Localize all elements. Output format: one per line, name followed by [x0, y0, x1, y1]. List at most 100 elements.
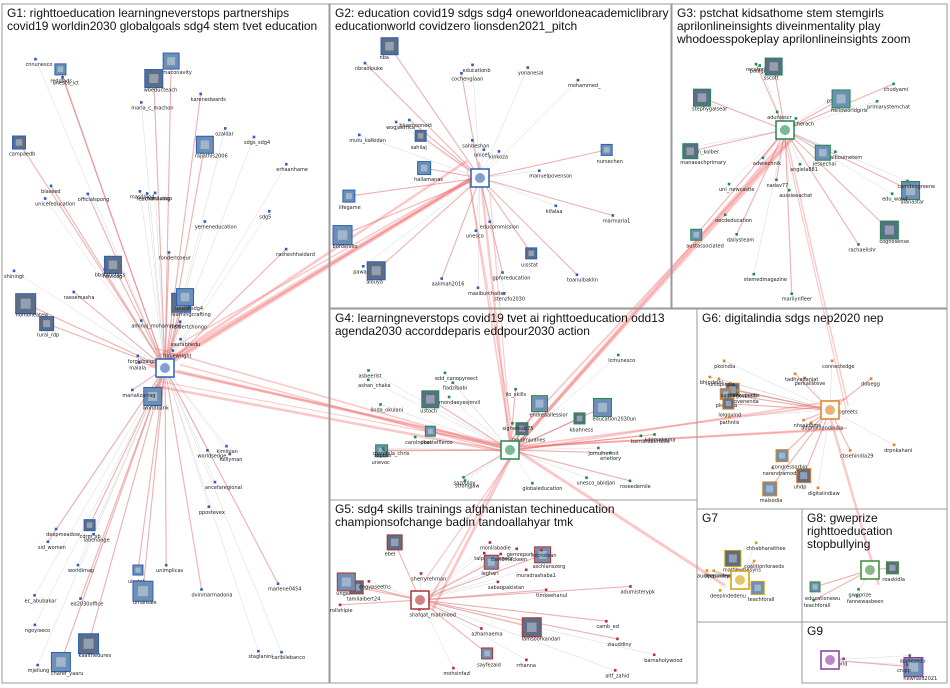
node-g2[interactable]: nba: [380, 37, 399, 62]
node-g6[interactable]: sadhanaspectis: [721, 388, 760, 399]
node-g3[interactable]: stephygalsear: [692, 88, 728, 113]
node-g3[interactable]: dailysteam: [727, 233, 755, 243]
node-g2[interactable]: kifalaa: [546, 204, 563, 215]
node-g4[interactable]: sepbas: [374, 448, 392, 459]
node-g2[interactable]: stenzfo2030: [494, 292, 525, 302]
node-g7[interactable]: coalitionforaeds: [744, 559, 785, 570]
node-g6[interactable]: lolgovind: [718, 397, 741, 419]
node-g1[interactable]: saurabhedu: [171, 337, 201, 348]
node-g3[interactable]: stemedmagazine: [744, 272, 787, 283]
node-g1[interactable]: mjellung: [28, 663, 50, 674]
node-g2[interactable]: nursechen: [597, 143, 623, 165]
node-g6[interactable]: aduminiondindia: [801, 421, 843, 432]
node-g6[interactable]: uhdp: [794, 468, 812, 491]
node-g3[interactable]: austassociated: [686, 228, 724, 250]
node-g1[interactable]: reddlads: [50, 63, 72, 85]
node-g6[interactable]: perkalisteve: [795, 376, 826, 387]
node-g3[interactable]: chudyami: [884, 82, 909, 93]
node-g1[interactable]: deepmeadow: [46, 527, 80, 538]
node-g3[interactable]: malbournetem: [825, 150, 862, 161]
node-g2[interactable]: sahbeshan: [462, 138, 489, 149]
node-g2[interactable]: unesco: [466, 229, 484, 240]
node-g5[interactable]: rrhanna: [516, 658, 536, 669]
node-g2[interactable]: hallamanas: [414, 161, 443, 184]
node-g5[interactable]: davidmackeen: [491, 552, 527, 563]
node-g1[interactable]: herbertchongo: [170, 320, 207, 331]
node-g1[interactable]: worldbank: [143, 386, 169, 411]
node-g3[interactable]: sscott: [764, 57, 783, 82]
node-g2[interactable]: cochenglaan: [451, 71, 483, 82]
node-g3[interactable]: aussieeachat: [779, 188, 812, 199]
node-g4[interactable]: mondaeyesjmvil: [439, 395, 480, 406]
node-g1[interactable]: kaalthedures: [78, 633, 112, 659]
node-g1[interactable]: unimplicas: [156, 563, 184, 574]
node-g1[interactable]: leachonliving: [137, 192, 170, 203]
node-g2[interactable]: nbraolouke: [355, 61, 383, 72]
node-g4[interactable]: endreaallessior: [530, 395, 569, 419]
node-g4[interactable]: lcmunesco: [608, 353, 635, 364]
node-g1[interactable]: ed2030office: [70, 597, 103, 608]
node-g5[interactable]: tlmkeehanul: [536, 588, 567, 599]
node-g1[interactable]: ngoyiseco: [25, 623, 50, 634]
node-g5[interactable]: aschlanszerg: [533, 546, 566, 570]
node-g4[interactable]: sighereab75: [502, 421, 533, 432]
node-g6[interactable]: nhsaldbms: [794, 418, 822, 429]
node-g1[interactable]: sid_women: [38, 540, 66, 551]
node-g1[interactable]: rural_rdp: [37, 316, 60, 339]
node-g4[interactable]: unesco_abidjan: [577, 476, 616, 487]
node-g5[interactable]: adumisterypk: [620, 585, 655, 595]
node-g1[interactable]: marializarrag: [122, 388, 155, 399]
node-g1[interactable]: ozaldar: [215, 127, 235, 137]
node-g4[interactable]: linda_okulani: [371, 403, 404, 413]
node-g1[interactable]: forglobalgoals: [128, 354, 164, 365]
node-g7[interactable]: deepindedenu: [710, 589, 746, 599]
node-g1[interactable]: campaedb: [9, 135, 35, 158]
node-g1[interactable]: malala: [129, 361, 146, 371]
node-g6[interactable]: narendramodi: [763, 466, 798, 477]
node-g7[interactable]: deepindependon: [704, 569, 746, 580]
node-g7[interactable]: aunipasumnel: [697, 569, 732, 579]
node-g1[interactable]: ancefaregional: [205, 480, 242, 491]
node-g4[interactable]: sazouloy: [454, 476, 476, 486]
node-g5[interactable]: monliabadie: [480, 541, 511, 551]
node-g4[interactable]: fiadzibabi: [443, 381, 467, 392]
node-g1[interactable]: maria_c_machon: [131, 101, 174, 111]
node-g1[interactable]: worldimap: [68, 563, 94, 574]
node-g2[interactable]: bordersllo: [332, 225, 358, 251]
node-g2[interactable]: mutu_kalkidan: [349, 133, 386, 144]
node-g1[interactable]: blaseed: [41, 184, 61, 195]
node-g1[interactable]: umareale: [132, 580, 157, 606]
node-g5[interactable]: barnaholywood: [644, 653, 683, 664]
node-g1[interactable]: sdg5: [259, 209, 271, 220]
node-g4[interactable]: edd_canopyreect: [435, 371, 478, 382]
node-g5[interactable]: camb_ed: [596, 619, 619, 630]
node-g5[interactable]: rollshipie: [330, 603, 353, 614]
node-g4[interactable]: ashan_chaka: [358, 378, 391, 389]
node-g1[interactable]: unicefeducation: [35, 197, 75, 207]
node-g1[interactable]: fonderlcoeur: [159, 251, 192, 261]
node-g6[interactable]: digitalindiaw: [808, 486, 840, 497]
node-g3[interactable]: primarystemchat: [867, 99, 910, 110]
node-g3[interactable]: cognosense: [879, 220, 909, 245]
node-g1[interactable]: aminaj_mohammed: [131, 319, 181, 330]
node-g6[interactable]: cbsehindia29: [840, 449, 873, 459]
node-g3[interactable]: alanastar: [901, 181, 925, 206]
node-g1[interactable]: worldsedge: [197, 449, 226, 459]
node-g3[interactable]: camdengreene: [897, 179, 935, 190]
node-g6[interactable]: mygovindia: [728, 389, 757, 399]
node-g1[interactable]: imaconavity: [161, 52, 192, 76]
node-g1[interactable]: marlene0454: [268, 582, 301, 593]
node-g3[interactable]: angiela881: [790, 162, 818, 173]
node-g4[interactable]: jomulhermit: [587, 446, 619, 457]
node-g1[interactable]: unstatsdg4: [175, 288, 203, 313]
node-g9[interactable]: world: [834, 657, 848, 668]
node-g8[interactable]: roaskidla: [882, 561, 905, 583]
node-g1[interactable]: ppostevex: [199, 505, 225, 516]
node-g2[interactable]: pawaleyar: [353, 264, 380, 275]
node-g2[interactable]: yonanesal: [518, 66, 544, 77]
node-g5[interactable]: leghari: [481, 554, 499, 577]
node-g5[interactable]: lamsoorkandari: [521, 617, 561, 643]
node-g6[interactable]: dobegg: [861, 377, 880, 388]
node-g2[interactable]: mohammed_: [568, 78, 601, 89]
node-g4[interactable]: globaleducation: [522, 481, 562, 492]
